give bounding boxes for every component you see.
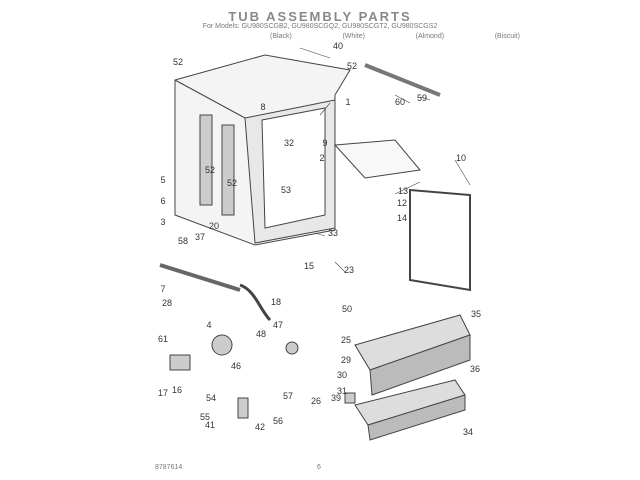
color-white: (White) [342, 33, 365, 40]
bracket [237, 397, 249, 419]
callout-29: 29 [340, 355, 352, 365]
callout-4: 4 [206, 320, 212, 330]
callout-52: 52 [226, 178, 238, 188]
callout-47: 47 [272, 320, 284, 330]
callout-17: 17 [157, 388, 169, 398]
callout-25: 25 [340, 335, 352, 345]
callout-52: 52 [204, 165, 216, 175]
callout-3: 3 [160, 217, 166, 227]
rail [159, 263, 241, 292]
callout-16: 16 [171, 385, 183, 395]
callout-60: 60 [394, 97, 406, 107]
page-title: TUB ASSEMBLY PARTS [228, 9, 412, 24]
part-39 [344, 392, 356, 404]
callout-12: 12 [396, 198, 408, 208]
color-list: (Black) (White) (Almond) (Biscuit) [270, 33, 530, 40]
callout-53: 53 [280, 185, 292, 195]
color-biscuit: (Biscuit) [494, 33, 520, 40]
callout-6: 6 [160, 196, 166, 206]
color-almond: (Almond) [415, 33, 445, 40]
callout-15: 15 [303, 261, 315, 271]
callout-26: 26 [310, 396, 322, 406]
tub [174, 54, 351, 246]
color-black: (Black) [270, 33, 292, 40]
callout-5: 5 [160, 175, 166, 185]
callout-23: 23 [343, 265, 355, 275]
callout-52: 52 [172, 57, 184, 67]
callout-42: 42 [254, 422, 266, 432]
callout-61: 61 [157, 334, 169, 344]
callout-41: 41 [204, 420, 216, 430]
callout-2: 2 [319, 153, 325, 163]
hose [239, 283, 272, 322]
callout-30: 30 [336, 370, 348, 380]
callout-37: 37 [194, 232, 206, 242]
heater-part [285, 341, 299, 355]
callout-18: 18 [270, 297, 282, 307]
callout-14: 14 [396, 213, 408, 223]
callout-10: 10 [455, 153, 467, 163]
callout-8: 8 [260, 102, 266, 112]
model-list: For Models: GU980SCGB2, GU980SCGQ2, GU98… [202, 23, 438, 30]
callout-52: 52 [346, 61, 358, 71]
callout-46: 46 [230, 361, 242, 371]
callout-20: 20 [208, 221, 220, 231]
page-number: 6 [317, 464, 321, 471]
callout-33: 33 [327, 228, 339, 238]
callout-35: 35 [470, 309, 482, 319]
callout-50: 50 [341, 304, 353, 314]
callout-57: 57 [282, 391, 294, 401]
callout-7: 7 [160, 284, 166, 294]
callout-40: 40 [332, 41, 344, 51]
callout-55: 55 [199, 412, 211, 422]
callout-13: 13 [397, 186, 409, 196]
access-panel [354, 314, 471, 396]
callout-34: 34 [462, 427, 474, 437]
callout-32: 32 [283, 138, 295, 148]
callout-36: 36 [469, 364, 481, 374]
callout-28: 28 [161, 298, 173, 308]
callout-54: 54 [205, 393, 217, 403]
pump [211, 334, 233, 356]
callout-39: 39 [330, 393, 342, 403]
callout-9: 9 [322, 138, 328, 148]
connector [169, 354, 191, 371]
callout-31: 31 [336, 386, 348, 396]
callout-48: 48 [255, 329, 267, 339]
callout-59: 59 [416, 93, 428, 103]
callout-56: 56 [272, 416, 284, 426]
callout-58: 58 [177, 236, 189, 246]
top-gasket [364, 63, 441, 97]
callout-1: 1 [345, 97, 351, 107]
door-gasket [409, 188, 471, 292]
sump-frame [333, 139, 421, 179]
document-number: 8787614 [155, 464, 183, 471]
leader-lines [299, 47, 471, 273]
toe-panel [354, 379, 466, 441]
